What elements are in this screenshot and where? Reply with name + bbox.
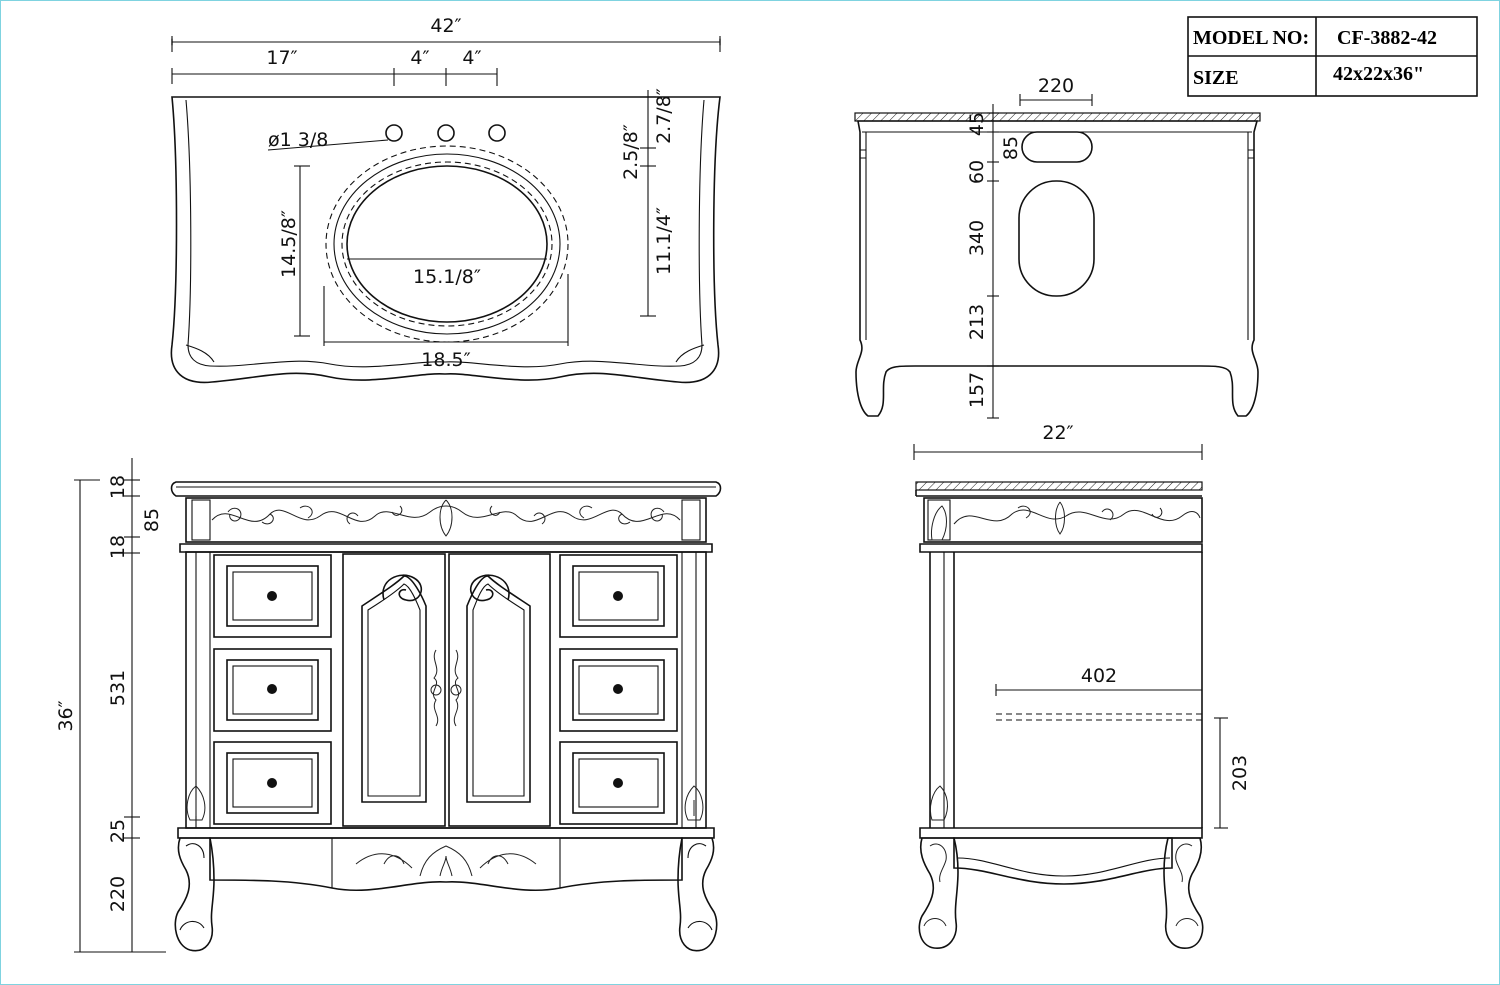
dim-531: 531 <box>107 670 129 706</box>
dim-4a: 4″ <box>410 47 429 69</box>
dim-220: 220 <box>107 876 129 912</box>
title-block: MODEL NO: CF-3882-42 SIZE 42x22x36" <box>1187 16 1478 97</box>
dim-85: 85 <box>1000 136 1022 160</box>
size-label: SIZE <box>1193 67 1239 89</box>
dim-45: 45 <box>966 112 988 136</box>
faucet-hole-label: ø1 3/8 <box>268 129 328 151</box>
model-value: CF-3882-42 <box>1337 27 1437 49</box>
dim-edge-27-8: 2.7/8″ <box>653 88 675 144</box>
dim-213: 213 <box>966 304 988 340</box>
back-view: 220 45 85 60 340 213 157 <box>854 75 1261 419</box>
dim-25: 25 <box>107 819 129 843</box>
side-view: 22″ 402 203 <box>913 422 1251 949</box>
dim-side-depth: 22″ <box>1042 422 1073 444</box>
dim-157: 157 <box>966 372 988 408</box>
dim-edge-25-8: 2.5/8″ <box>620 124 642 180</box>
dim-overall-width: 42″ <box>430 15 461 37</box>
front-view: 36″ 18 85 18 531 25 220 <box>55 458 722 953</box>
model-label: MODEL NO: <box>1193 27 1309 49</box>
top-view: 42″ 17″ 4″ 4″ ø1 3/8 14.5/8″ 15.1/8″ 18.… <box>170 15 721 384</box>
dim-basin-depth: 14.5/8″ <box>278 210 300 278</box>
dim-60: 60 <box>966 160 988 184</box>
dim-85-frieze: 85 <box>141 508 163 532</box>
dim-4b: 4″ <box>462 47 481 69</box>
size-value: 42x22x36" <box>1333 63 1424 85</box>
dim-shelf-depth: 402 <box>1081 665 1117 687</box>
dim-basin-outer: 18.5″ <box>421 349 470 371</box>
dim-hole-width: 220 <box>1038 75 1074 97</box>
dim-shelf-height: 203 <box>1229 755 1251 791</box>
dim-depth-111-4: 11.1/4″ <box>653 207 675 275</box>
dim-18-mid: 18 <box>107 535 129 559</box>
dim-basin-inner: 15.1/8″ <box>413 266 481 288</box>
dim-total-height: 36″ <box>55 700 77 731</box>
dim-340: 340 <box>966 220 988 256</box>
dim-17: 17″ <box>266 47 297 69</box>
dim-18-top: 18 <box>107 475 129 499</box>
